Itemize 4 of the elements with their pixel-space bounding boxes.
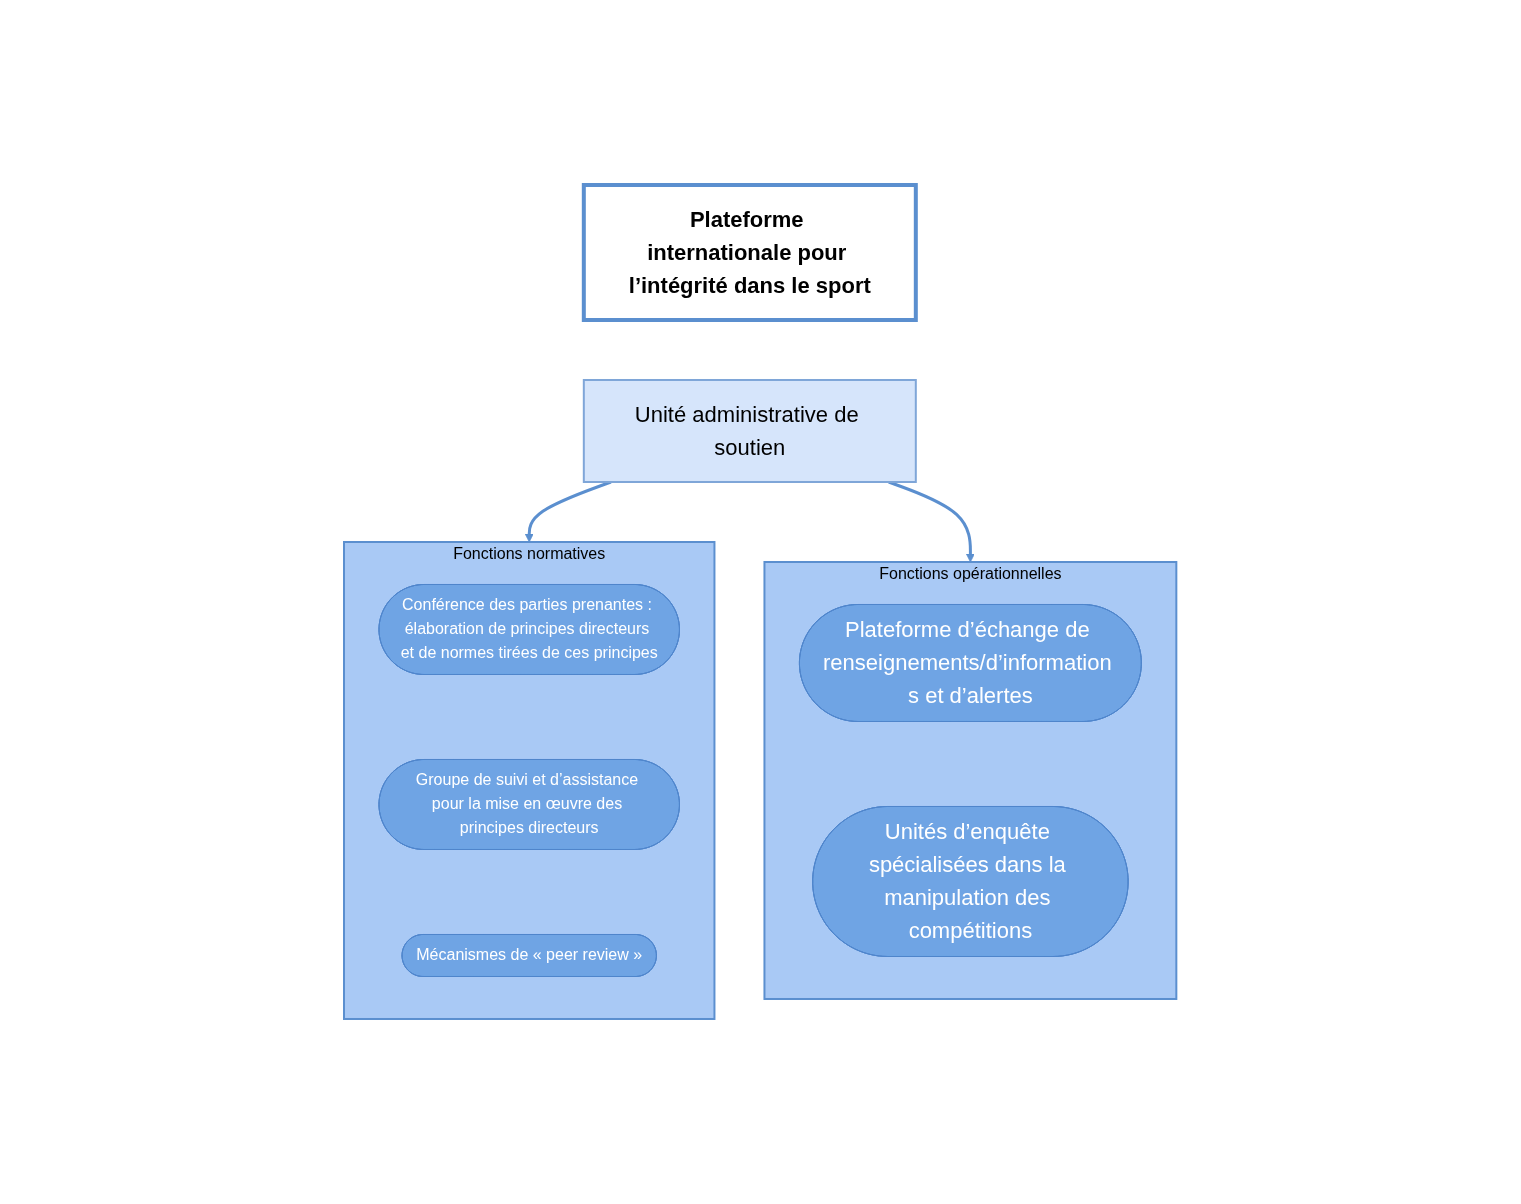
arrow bbox=[888, 480, 976, 563]
node-box: Unité administrative de soutien bbox=[583, 379, 918, 483]
arrow bbox=[525, 480, 612, 543]
node-box: Plateforme internationale pour l’intégrité dans le sport bbox=[582, 183, 919, 322]
